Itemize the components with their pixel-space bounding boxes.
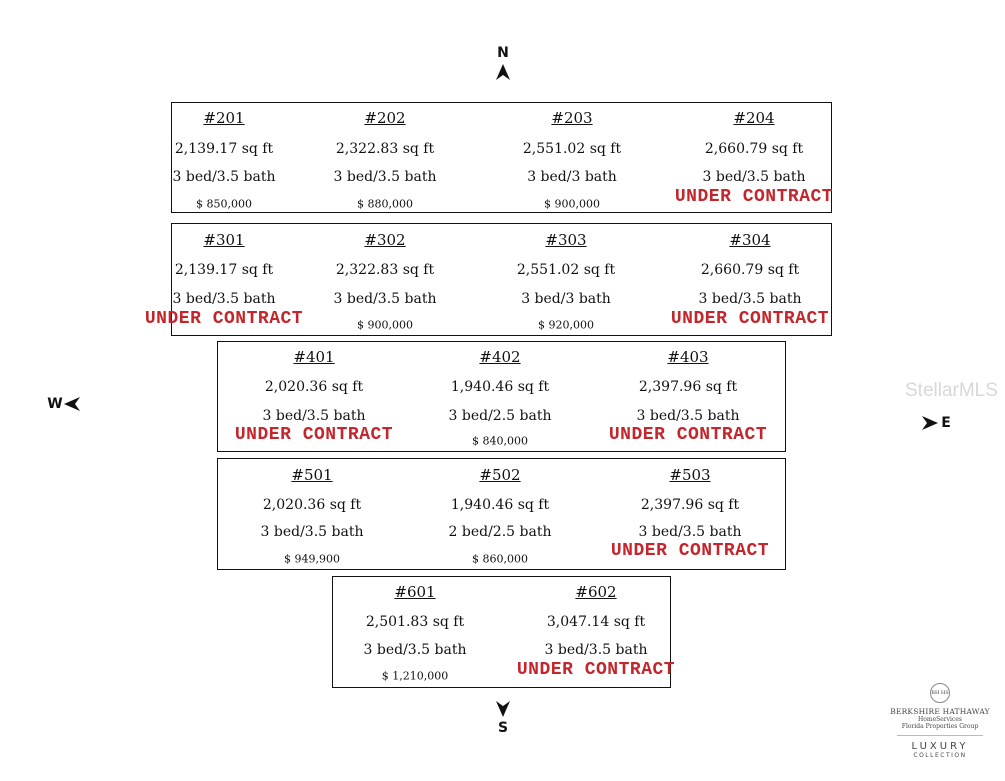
unit-number: #302 <box>364 231 406 249</box>
unit-number: #401 <box>293 348 335 366</box>
unit-sqft: 2,020.36 sq ft <box>262 497 362 513</box>
unit-number: #402 <box>479 348 521 366</box>
logo-line: BERKSHIRE HATHAWAY <box>890 707 990 716</box>
east-arrow-icon <box>922 416 938 430</box>
seal-icon: BH HS <box>930 683 950 703</box>
unit-sqft: 2,397.96 sq ft <box>640 497 740 513</box>
under-contract-badge: UNDER CONTRACT <box>670 309 830 329</box>
under-contract-badge: UNDER CONTRACT <box>144 309 304 329</box>
unit-beds-baths: 3 bed/3.5 bath <box>260 524 364 540</box>
unit-number: #202 <box>364 109 406 127</box>
unit-beds-baths: 3 bed/3.5 bath <box>363 642 467 658</box>
under-contract-badge: UNDER CONTRACT <box>516 660 676 680</box>
unit-number: #304 <box>729 231 771 249</box>
unit-number: #203 <box>551 109 593 127</box>
unit-sqft: 2,020.36 sq ft <box>264 379 364 395</box>
unit-sqft: 2,551.02 sq ft <box>516 262 616 278</box>
under-contract-badge: UNDER CONTRACT <box>674 187 834 207</box>
under-contract-badge: UNDER CONTRACT <box>610 541 770 561</box>
unit-sqft: 2,139.17 sq ft <box>174 141 274 157</box>
unit-sqft: 2,551.02 sq ft <box>522 141 622 157</box>
unit-beds-baths: 3 bed/3.5 bath <box>262 408 366 424</box>
unit-beds-baths: 3 bed/3.5 bath <box>702 169 806 185</box>
unit-sqft: 2,139.17 sq ft <box>174 262 274 278</box>
unit-sqft: 3,047.14 sq ft <box>546 614 646 630</box>
watermark: StellarMLS <box>905 380 998 401</box>
unit-beds-baths: 3 bed/3.5 bath <box>333 169 437 185</box>
floor-2-box <box>171 102 832 213</box>
logo-divider <box>897 735 983 736</box>
unit-number: #201 <box>203 109 245 127</box>
unit-price: $ 900,000 <box>357 318 413 332</box>
unit-beds-baths: 3 bed/3.5 bath <box>172 169 276 185</box>
unit-price: $ 880,000 <box>357 197 413 211</box>
north-arrow-icon <box>496 64 510 80</box>
floor-6-box <box>332 576 671 688</box>
unit-price: $ 949,900 <box>284 552 340 566</box>
unit-beds-baths: 3 bed/3.5 bath <box>636 408 740 424</box>
unit-price: $ 920,000 <box>538 318 594 332</box>
north-label: N <box>497 45 509 61</box>
brokerage-logo: BH HS BERKSHIRE HATHAWAY HomeServices Fl… <box>885 683 995 759</box>
south-arrow-icon <box>496 701 510 717</box>
unit-price: $ 840,000 <box>472 434 528 448</box>
unit-number: #601 <box>394 583 436 601</box>
unit-number: #502 <box>479 466 521 484</box>
unit-price: $ 900,000 <box>544 197 600 211</box>
unit-sqft: 2,660.79 sq ft <box>704 141 804 157</box>
floor-4-box <box>217 341 786 452</box>
unit-number: #303 <box>545 231 587 249</box>
unit-sqft: 1,940.46 sq ft <box>450 379 550 395</box>
unit-sqft: 1,940.46 sq ft <box>450 497 550 513</box>
logo-line: HomeServices <box>918 716 962 723</box>
unit-sqft: 2,322.83 sq ft <box>335 141 435 157</box>
unit-beds-baths: 3 bed/3.5 bath <box>638 524 742 540</box>
unit-number: #501 <box>291 466 333 484</box>
unit-sqft: 2,397.96 sq ft <box>638 379 738 395</box>
unit-number: #204 <box>733 109 775 127</box>
unit-beds-baths: 3 bed/3.5 bath <box>698 291 802 307</box>
unit-beds-baths: 3 bed/3 bath <box>527 169 617 185</box>
under-contract-badge: UNDER CONTRACT <box>234 425 394 445</box>
west-label: W <box>47 396 63 412</box>
unit-price: $ 860,000 <box>472 552 528 566</box>
unit-number: #503 <box>669 466 711 484</box>
floor-5-box <box>217 458 786 570</box>
unit-beds-baths: 3 bed/3 bath <box>521 291 611 307</box>
unit-price: $ 1,210,000 <box>381 669 449 683</box>
unit-beds-baths: 3 bed/3.5 bath <box>172 291 276 307</box>
logo-line: COLLECTION <box>913 752 967 759</box>
unit-number: #602 <box>575 583 617 601</box>
floor-3-box <box>171 223 832 336</box>
under-contract-badge: UNDER CONTRACT <box>608 425 768 445</box>
logo-line: LUXURY <box>911 741 969 752</box>
unit-beds-baths: 3 bed/3.5 bath <box>333 291 437 307</box>
west-arrow-icon <box>64 397 80 411</box>
unit-price: $ 850,000 <box>196 197 252 211</box>
unit-number: #301 <box>203 231 245 249</box>
east-label: E <box>941 415 951 431</box>
unit-beds-baths: 2 bed/2.5 bath <box>448 524 552 540</box>
logo-line: Florida Properties Group <box>901 723 979 730</box>
unit-sqft: 2,501.83 sq ft <box>365 614 465 630</box>
south-label: S <box>497 720 509 736</box>
unit-beds-baths: 3 bed/3.5 bath <box>544 642 648 658</box>
unit-sqft: 2,322.83 sq ft <box>335 262 435 278</box>
unit-number: #403 <box>667 348 709 366</box>
unit-sqft: 2,660.79 sq ft <box>700 262 800 278</box>
unit-beds-baths: 3 bed/2.5 bath <box>448 408 552 424</box>
